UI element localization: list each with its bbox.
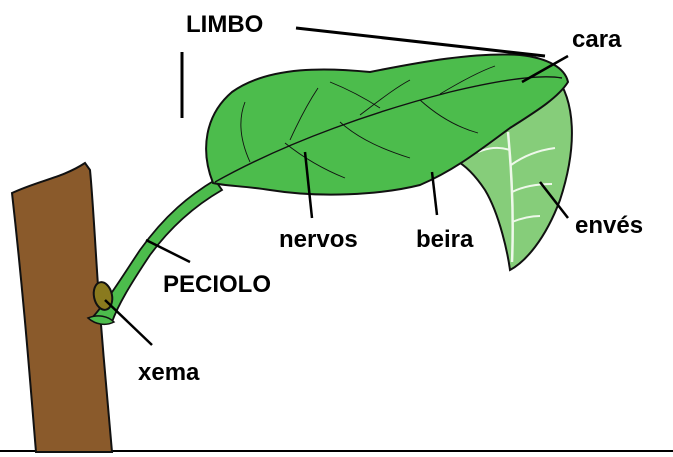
- leader-limbo-horizontal: [296, 28, 545, 56]
- label-nervos: nervos: [279, 226, 358, 253]
- stem: [12, 163, 112, 452]
- label-peciolo: PECIOLO: [163, 271, 271, 298]
- label-xema: xema: [138, 359, 200, 386]
- label-beira: beira: [416, 226, 474, 253]
- label-cara: cara: [572, 26, 622, 53]
- label-limbo: LIMBO: [186, 11, 263, 38]
- label-enves: envés: [575, 212, 643, 239]
